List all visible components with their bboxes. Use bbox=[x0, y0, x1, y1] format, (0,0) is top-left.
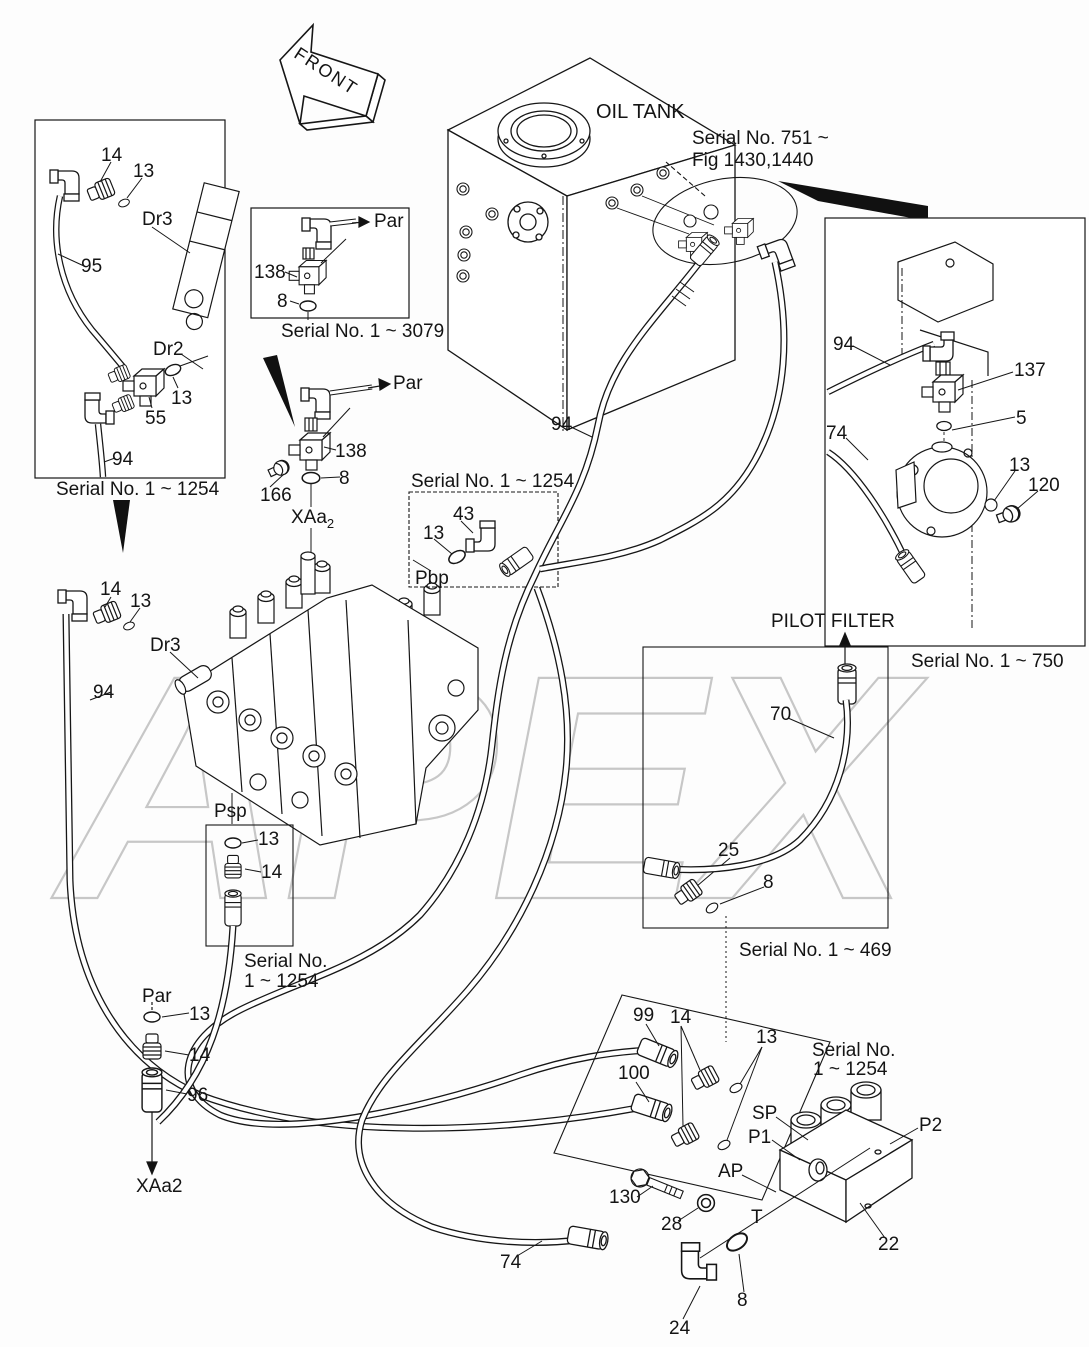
serial-right-box: Serial No. 1 ~ 750 bbox=[911, 651, 1064, 672]
port-label-psp: Psp bbox=[214, 801, 247, 822]
callout-94-rightbox: 94 bbox=[833, 334, 855, 355]
callout-120: 120 bbox=[1028, 475, 1060, 496]
par-fitting-group bbox=[265, 378, 392, 552]
callout-14-valve: 14 bbox=[100, 579, 122, 600]
port-label-dr3-valve: Dr3 bbox=[150, 635, 181, 656]
callout-22: 22 bbox=[878, 1234, 900, 1255]
callout-8-3079: 8 bbox=[277, 291, 288, 312]
left-detail-box bbox=[34, 119, 240, 479]
serial-psp-line1: Serial No. bbox=[244, 951, 328, 972]
callout-8-bottom: 8 bbox=[737, 1290, 748, 1311]
port-label-par-main: Par bbox=[393, 373, 423, 394]
pilot-filter-box bbox=[642, 631, 889, 1042]
serial-751-line1: Serial No. 751 ~ bbox=[692, 128, 829, 149]
callout-138-main: 138 bbox=[335, 441, 367, 462]
manifold-block-22 bbox=[778, 1081, 914, 1224]
serial-3079-box: Serial No. 1 ~ 3079 bbox=[281, 321, 445, 342]
port-label-p1: P1 bbox=[748, 1127, 772, 1148]
detail-pointer-wedge-right bbox=[778, 181, 928, 221]
serial751-callout bbox=[652, 161, 798, 266]
callout-166: 166 bbox=[260, 485, 292, 506]
hose-74-long bbox=[355, 586, 579, 1246]
callout-43: 43 bbox=[453, 504, 475, 525]
hose-94-left bbox=[62, 613, 649, 1132]
callout-25: 25 bbox=[718, 840, 740, 861]
front-arrow-icon bbox=[279, 22, 386, 131]
port-label-xaa2-main: XAa2 bbox=[291, 507, 335, 531]
callout-28: 28 bbox=[661, 1214, 683, 1235]
callout-99: 99 bbox=[633, 1005, 655, 1026]
callout-8-main: 8 bbox=[339, 468, 350, 489]
callout-137: 137 bbox=[1014, 360, 1046, 381]
callout-13-valve: 13 bbox=[130, 591, 152, 612]
port-label-sp: SP bbox=[752, 1103, 778, 1124]
callout-74-bottom: 74 bbox=[500, 1252, 522, 1273]
detail-pointer-wedge-left bbox=[113, 500, 130, 553]
port-label-par-3079: Par bbox=[374, 211, 404, 232]
callout-95: 95 bbox=[81, 256, 103, 277]
serial-psp-line2: 1 ~ 1254 bbox=[244, 971, 319, 992]
callout-55: 55 bbox=[145, 408, 167, 429]
callout-14-bottomleft: 14 bbox=[189, 1045, 211, 1066]
hose-tank-to-pbp bbox=[539, 261, 788, 573]
control-valve-drawing bbox=[57, 551, 479, 846]
bolt-130 bbox=[630, 1168, 684, 1200]
callout-14-psp: 14 bbox=[261, 862, 283, 883]
callout-8-pilot: 8 bbox=[763, 872, 774, 893]
callout-24: 24 bbox=[669, 1318, 691, 1339]
port-label-par-bottom: Par bbox=[142, 986, 172, 1007]
port-label-dr2: Dr2 bbox=[153, 339, 184, 360]
callout-100: 100 bbox=[618, 1063, 650, 1084]
misc-leaders bbox=[570, 426, 593, 438]
port-label-p2: P2 bbox=[919, 1115, 943, 1136]
callout-138-3079: 138 bbox=[254, 262, 286, 283]
callout-14-leftbox: 14 bbox=[101, 145, 123, 166]
callout-70: 70 bbox=[770, 704, 792, 725]
hose-94-tank bbox=[184, 255, 706, 1128]
serial-manifold-line2: 1 ~ 1254 bbox=[813, 1059, 888, 1080]
callout-130: 130 bbox=[609, 1187, 641, 1208]
xaa2-sub: 2 bbox=[326, 515, 335, 531]
callout-96: 96 bbox=[187, 1085, 209, 1106]
callout-94-valve: 94 bbox=[93, 682, 115, 703]
detail-pointer-wedge-3079 bbox=[263, 355, 295, 427]
serial-left-box: Serial No. 1 ~ 1254 bbox=[56, 479, 220, 500]
port-label-ap: AP bbox=[718, 1161, 744, 1182]
serial-751-line2: Fig 1430,1440 bbox=[692, 150, 814, 171]
serial-pilot-box: Serial No. 1 ~ 469 bbox=[739, 940, 892, 961]
xaa2-text: XAa bbox=[291, 507, 327, 528]
psp-detail-box bbox=[205, 793, 294, 947]
callout-13-bottomleft: 13 bbox=[189, 1004, 211, 1025]
serial-manifold-line1: Serial No. bbox=[812, 1040, 896, 1061]
port-label-pbp: Pbp bbox=[415, 568, 449, 589]
callout-13-manifold: 13 bbox=[756, 1027, 778, 1048]
serial3079-box bbox=[250, 207, 410, 320]
pbp-detail-box bbox=[408, 491, 559, 588]
callout-13-leftbox-b: 13 bbox=[171, 388, 193, 409]
serial-pbp-box: Serial No. 1 ~ 1254 bbox=[411, 471, 575, 492]
hose-psp bbox=[155, 925, 237, 1125]
callout-13-psp: 13 bbox=[258, 829, 280, 850]
oil-tank-label: OIL TANK bbox=[596, 101, 685, 123]
port-label-t: T bbox=[751, 1207, 763, 1228]
callout-13-pbp: 13 bbox=[423, 523, 445, 544]
port-label-xaa2-bottom: XAa2 bbox=[136, 1176, 183, 1197]
right-detail-box bbox=[824, 217, 1086, 647]
watermark-text: APEX bbox=[48, 608, 928, 966]
callout-94-leftbox: 94 bbox=[112, 449, 134, 470]
manifold-group bbox=[516, 994, 919, 1320]
hose-70-pilot bbox=[667, 699, 851, 874]
callout-94-tank-hose: 94 bbox=[551, 414, 573, 435]
pilot-filter-label: PILOT FILTER bbox=[771, 611, 895, 632]
callout-5: 5 bbox=[1016, 408, 1027, 429]
callout-13-rightbox: 13 bbox=[1009, 455, 1031, 476]
port-label-dr3-leftbox: Dr3 bbox=[142, 209, 173, 230]
xaa2-stack bbox=[141, 1002, 190, 1176]
tank-flange bbox=[507, 201, 549, 243]
hoses bbox=[62, 255, 851, 1246]
callout-74-rightbox: 74 bbox=[826, 423, 848, 444]
callout-14-manifold: 14 bbox=[670, 1007, 692, 1028]
callout-13-leftbox-a: 13 bbox=[133, 161, 155, 182]
